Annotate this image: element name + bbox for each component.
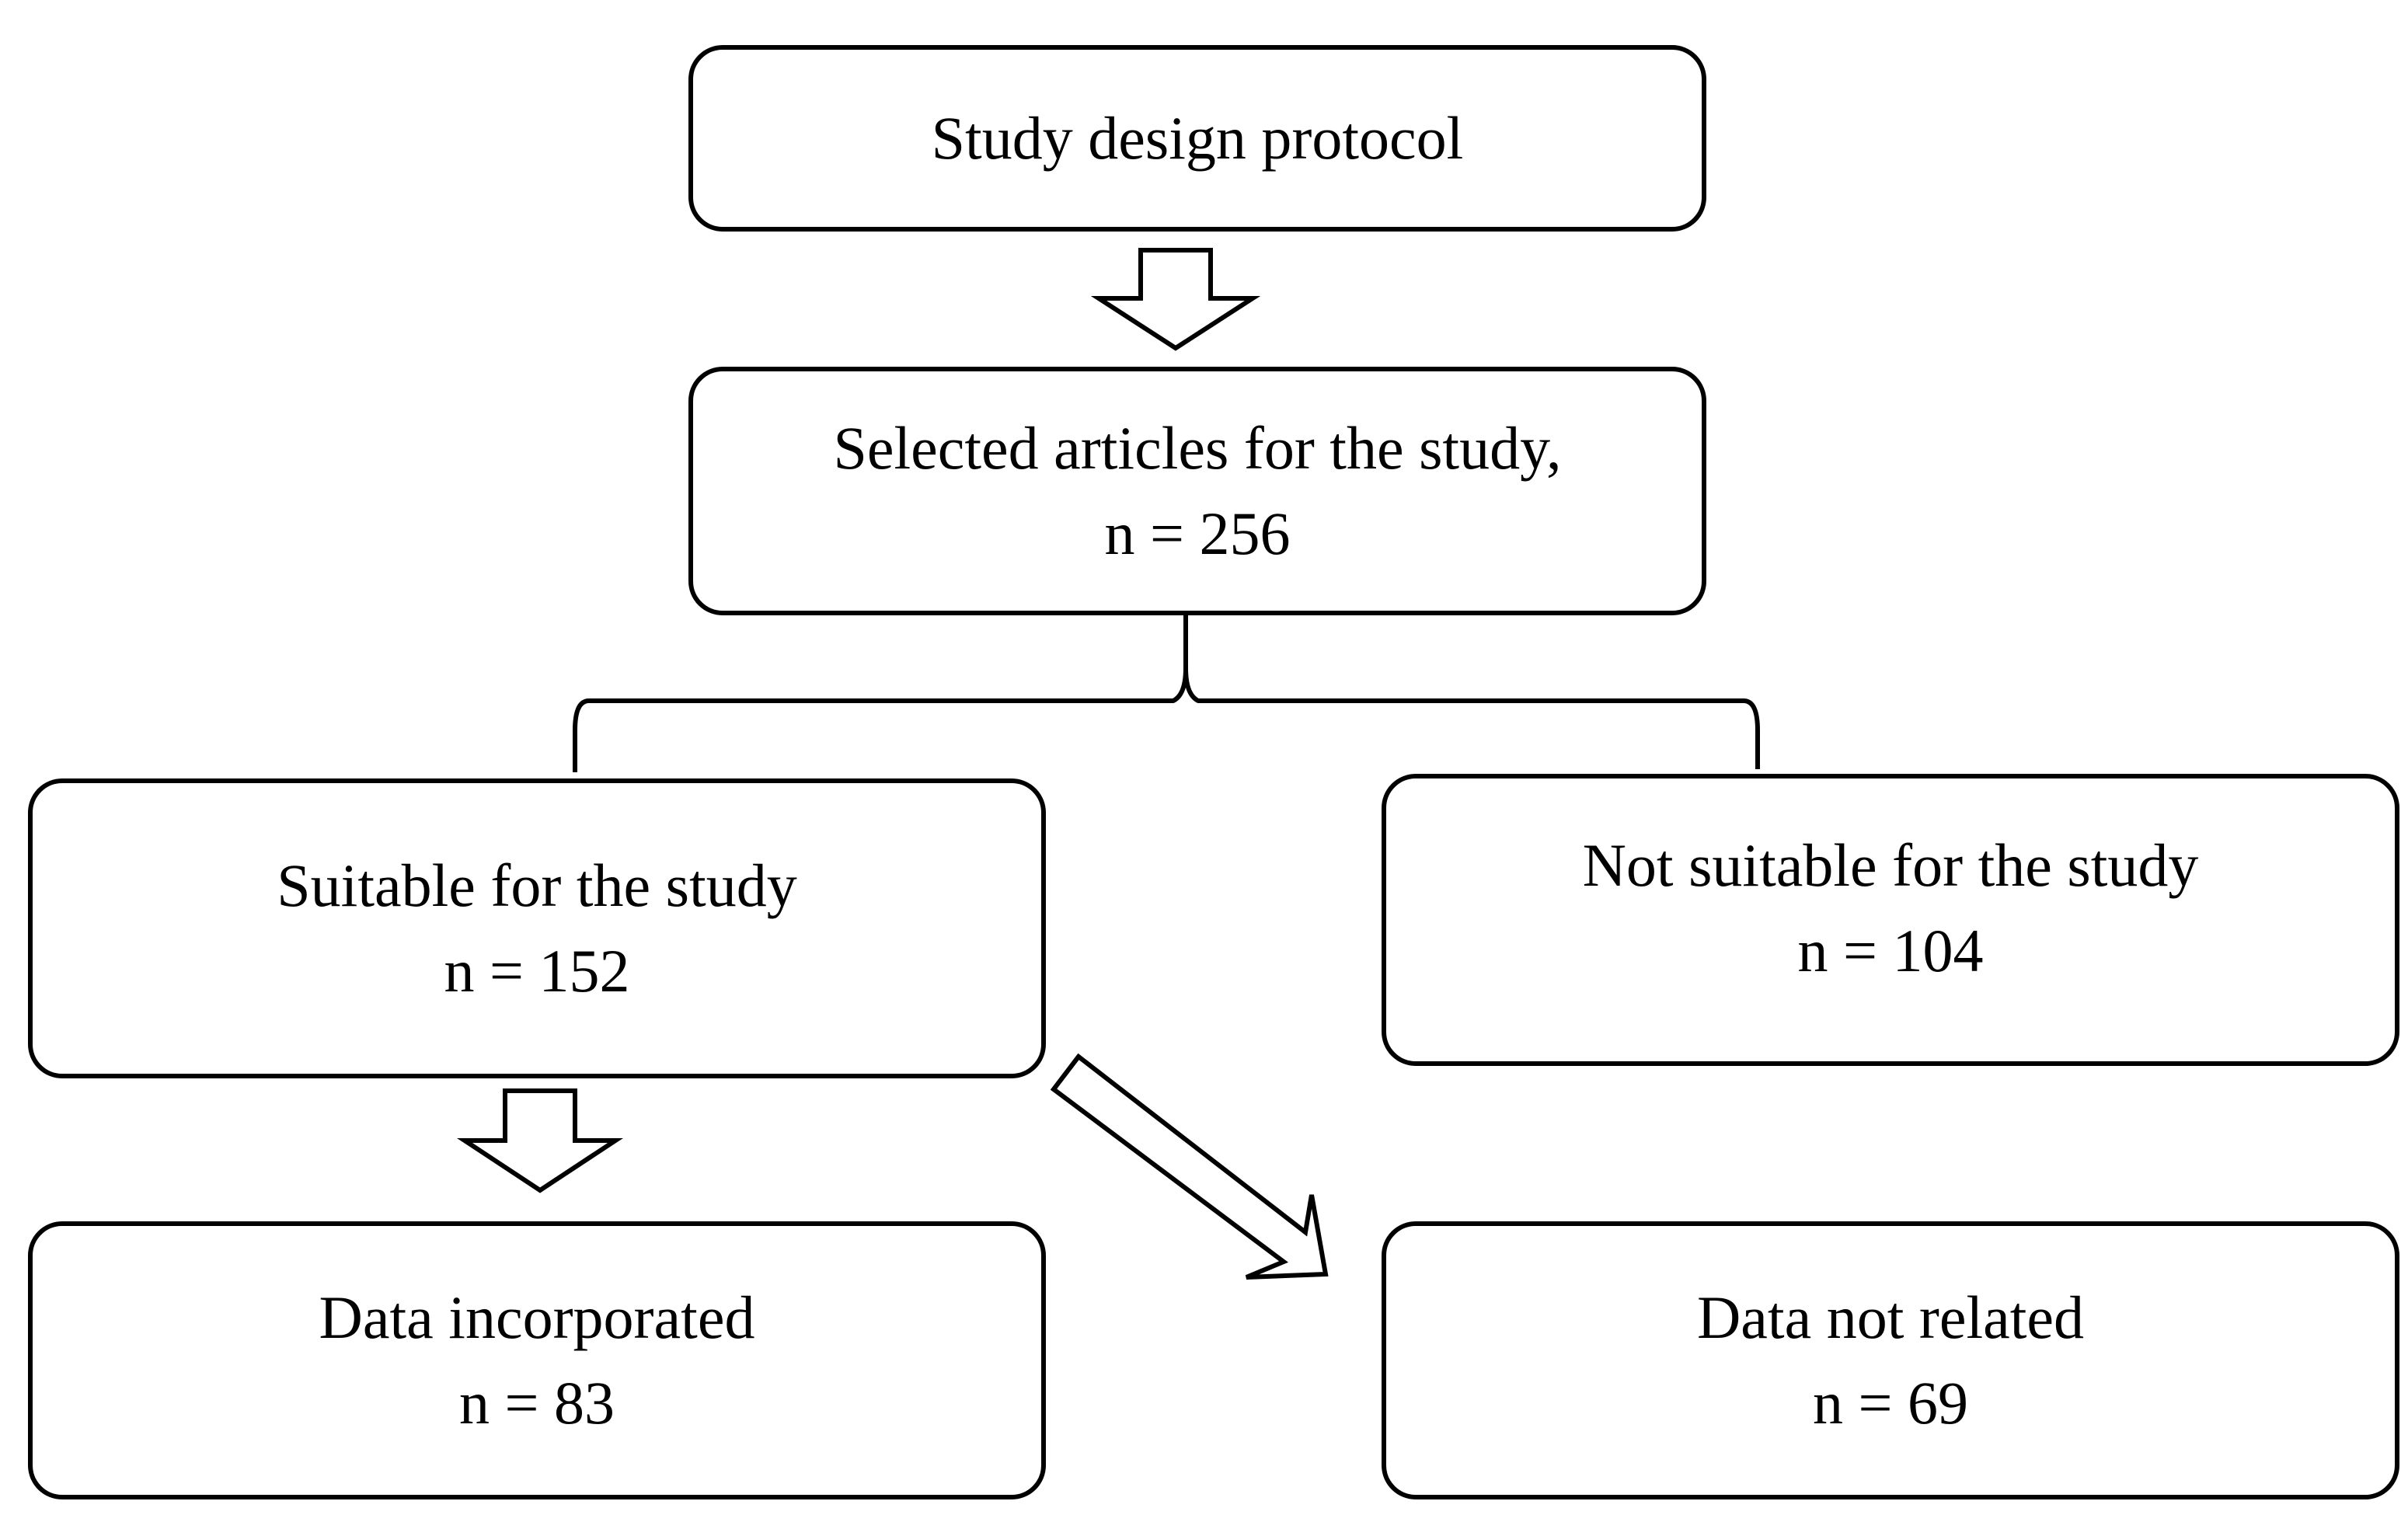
not-suitable-box: Not suitable for the study n = 104 xyxy=(1382,774,2399,1066)
selected-articles-count: n = 256 xyxy=(1104,500,1291,567)
selected-articles-box: Selected articles for the study, n = 256 xyxy=(688,367,1706,615)
down-arrow-suitable-to-incorporated xyxy=(457,1088,623,1193)
suitable-label: Suitable for the study xyxy=(277,852,797,919)
data-incorporated-label: Data incorporated xyxy=(319,1283,755,1351)
selected-articles-label: Selected articles for the study, xyxy=(833,414,1562,482)
branch-brace xyxy=(573,606,1760,772)
data-incorporated-count: n = 83 xyxy=(459,1369,615,1437)
suitable-count: n = 152 xyxy=(444,937,630,1005)
data-not-related-box: Data not related n = 69 xyxy=(1382,1221,2399,1499)
suitable-box: Suitable for the study n = 152 xyxy=(28,778,1046,1078)
not-suitable-count: n = 104 xyxy=(1797,917,1984,984)
not-suitable-label: Not suitable for the study xyxy=(1582,831,2199,899)
data-not-related-label: Data not related xyxy=(1696,1283,2085,1351)
diagonal-arrow-suitable-to-not-related xyxy=(1050,1053,1329,1280)
down-arrow-protocol-to-selected xyxy=(1090,248,1261,351)
data-not-related-count: n = 69 xyxy=(1813,1369,1968,1437)
data-incorporated-box: Data incorporated n = 83 xyxy=(28,1221,1046,1499)
study-design-protocol-box: Study design protocol xyxy=(688,45,1706,232)
study-design-protocol-label: Study design protocol xyxy=(931,104,1464,172)
